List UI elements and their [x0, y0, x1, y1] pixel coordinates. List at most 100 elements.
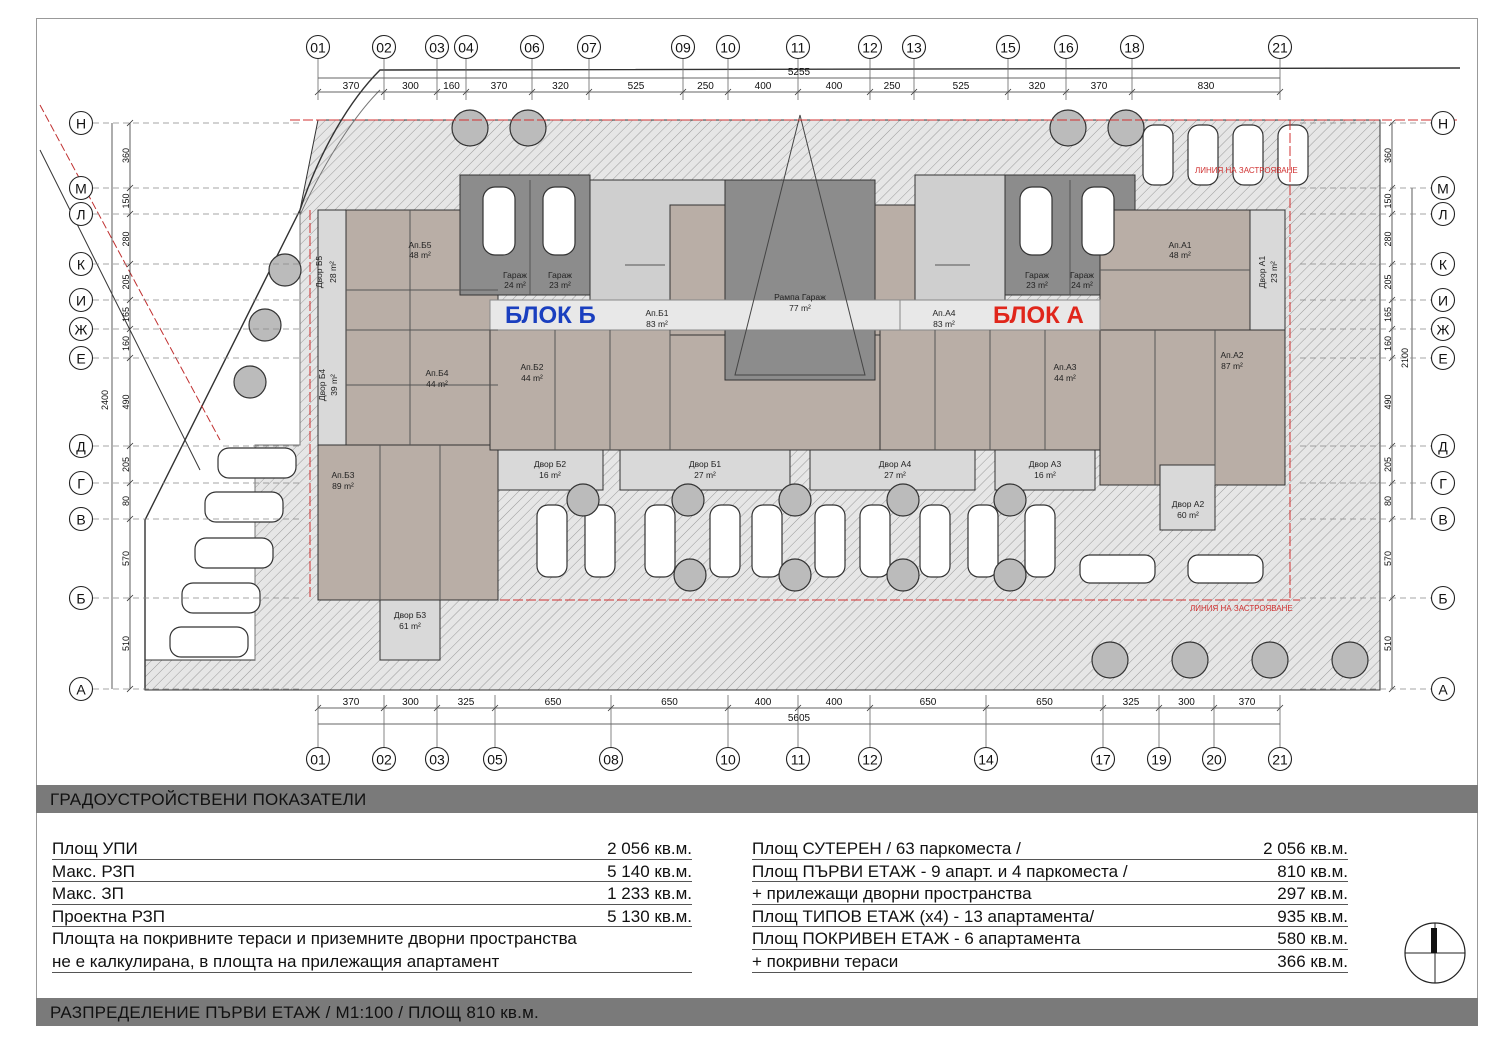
grid-bubble-left: Е	[68, 345, 94, 371]
grid-bubble-top-label: 03	[429, 40, 445, 56]
left-dimension-value: 160	[121, 336, 131, 351]
block-b-label: БЛОК Б	[505, 302, 596, 329]
grid-bubble-bottom-label: 11	[791, 752, 806, 768]
grid-bubble-right-label: А	[1438, 682, 1448, 698]
dvor-b2-name: Двор Б2	[534, 459, 567, 469]
grid-bubble-bottom: 17	[1090, 746, 1116, 772]
grid-bubble-right-circle	[1430, 585, 1456, 611]
left-dimension-tick	[126, 210, 134, 218]
right_table-value: 810 кв.м.	[1277, 861, 1348, 881]
bottom-dimension-value: 400	[826, 697, 843, 708]
ramp-area: 77 m²	[789, 303, 811, 313]
left_table-underline	[52, 926, 692, 928]
left_table-underline	[52, 858, 692, 860]
grid-bubble-left-circle	[68, 676, 94, 702]
left_table-label: Проектна РЗП	[52, 906, 166, 926]
grid-bubble-right: Д	[1430, 433, 1456, 459]
grid-bubble-top-circle	[1267, 34, 1293, 60]
top-dimension-value: 320	[552, 81, 569, 92]
right_table-row: Площ ПЪРВИ ЕТАЖ - 9 апарт. и 4 паркомест…	[752, 861, 1348, 884]
top-dimension-value: 320	[1029, 81, 1046, 92]
grid-bubble-top: 13	[901, 34, 927, 60]
right_table-label: + покривни тераси	[752, 951, 899, 971]
grid-bubble-bottom-label: 14	[978, 752, 994, 768]
grid-bubble-left-circle	[68, 585, 94, 611]
left-dimension-value: 150	[121, 193, 131, 208]
grid-bubble-left-label: В	[76, 512, 85, 528]
building-lines	[290, 119, 1460, 601]
right-dimension-value: 360	[1383, 148, 1393, 163]
top-dimension-value: 160	[443, 81, 460, 92]
left-dimension-value: 80	[121, 496, 131, 506]
grid-bubble-top-circle	[670, 34, 696, 60]
ap-b1-name: Ап.Б1	[646, 308, 669, 318]
dvor-b4-name: Двор Б4	[317, 369, 327, 402]
grid-bubble-bottom-circle	[1090, 746, 1116, 772]
grid-bubble-left-label: Г	[77, 476, 85, 492]
trees	[233, 109, 1369, 679]
left-dimension-tick	[126, 685, 134, 693]
footer-title: РАЗПРЕДЕЛЕНИЕ ПЪРВИ ЕТАЖ / М1:100 / ПЛОЩ…	[50, 1003, 539, 1022]
grid-bubble-top-label: 07	[581, 40, 597, 56]
top-dimension-value: 830	[1198, 81, 1215, 92]
grid-bubble-top: 03	[424, 34, 450, 60]
ap-b2-area: 44 m²	[521, 373, 543, 383]
grid-bubble-top-label: 16	[1058, 40, 1074, 56]
grid-bubble-right: Н	[1430, 110, 1456, 136]
footer-title-bar: РАЗПРЕДЕЛЕНИЕ ПЪРВИ ЕТАЖ / М1:100 / ПЛОЩ…	[36, 998, 1478, 1026]
left-dimension-value: 165	[121, 307, 131, 322]
grid-bubble-right-circle	[1430, 251, 1456, 277]
grid-bubble-top-circle	[901, 34, 927, 60]
grid-bubble-right-label: Г	[1439, 476, 1447, 492]
grid-bubble-top: 09	[670, 34, 696, 60]
grid-bubble-bottom: 01	[305, 746, 331, 772]
grid-bubble-right-label: Е	[1438, 351, 1447, 367]
grid-bubble-right-label: Б	[1438, 591, 1447, 607]
grid-bubble-top-label: 18	[1124, 40, 1140, 56]
right_table-underline	[752, 881, 1348, 883]
ramp-name: Рампа Гараж	[774, 292, 826, 302]
right_table-label: Площ ТИПОВ ЕТАЖ (х4) - 13 апартамента/	[752, 906, 1095, 926]
bottom-dimension-value: 300	[402, 697, 419, 708]
right-dimension-value: 160	[1383, 336, 1393, 351]
grid-bubble-left-label: Л	[76, 207, 85, 223]
grid-bubble-bottom-label: 19	[1151, 752, 1167, 768]
building-line-label-top: ЛИНИЯ НА ЗАСТРОЯВАНЕ	[1195, 166, 1298, 175]
left-dimension-value: 360	[121, 148, 131, 163]
grid-bubble-top-circle	[371, 34, 397, 60]
grid-bubble-left: Ж	[68, 316, 94, 342]
bottom-dimension-value: 650	[661, 697, 678, 708]
building-line-label-bottom: ЛИНИЯ НА ЗАСТРОЯВАНЕ	[1190, 604, 1293, 613]
right_table-value: 297 кв.м.	[1277, 884, 1348, 904]
grid-bubble-top-circle	[453, 34, 479, 60]
bottom-dimension-value: 325	[1123, 697, 1140, 708]
top-dimension-value: 250	[697, 81, 714, 92]
grid-bubble-top-circle	[995, 34, 1021, 60]
interior-walls	[346, 180, 1250, 600]
grid-bubble-right-label: М	[1437, 181, 1449, 197]
left_table-label: Макс. РЗП	[52, 861, 135, 881]
right-dimension-value: 205	[1383, 457, 1393, 472]
grid-bubble-left-circle	[68, 316, 94, 342]
floor-plan: ЛИНИЯ НА ЗАСТРОЯВАНЕ ЛИНИЯ НА ЗАСТРОЯВАН…	[39, 34, 1461, 772]
grid-bubble-left: Л	[68, 201, 94, 227]
right_table-underline	[752, 903, 1348, 905]
grid-bubble-top: 18	[1119, 34, 1145, 60]
grid-bubble-bottom-circle	[424, 746, 450, 772]
right_table-underline	[752, 858, 1348, 860]
grid-bubble-left: И	[68, 287, 94, 313]
right_table-value: 366 кв.м.	[1277, 951, 1348, 971]
right_table-row: Площ ТИПОВ ЕТАЖ (х4) - 13 апартамента/93…	[752, 906, 1348, 929]
grid-bubble-top-label: 15	[1000, 40, 1016, 56]
grid-bubble-top-label: 04	[458, 40, 474, 56]
grid-bubble-top-circle	[576, 34, 602, 60]
grid-bubble-right-circle	[1430, 676, 1456, 702]
right-total-value: 2100	[1400, 348, 1410, 368]
grid-bubble-right: Е	[1430, 345, 1456, 371]
